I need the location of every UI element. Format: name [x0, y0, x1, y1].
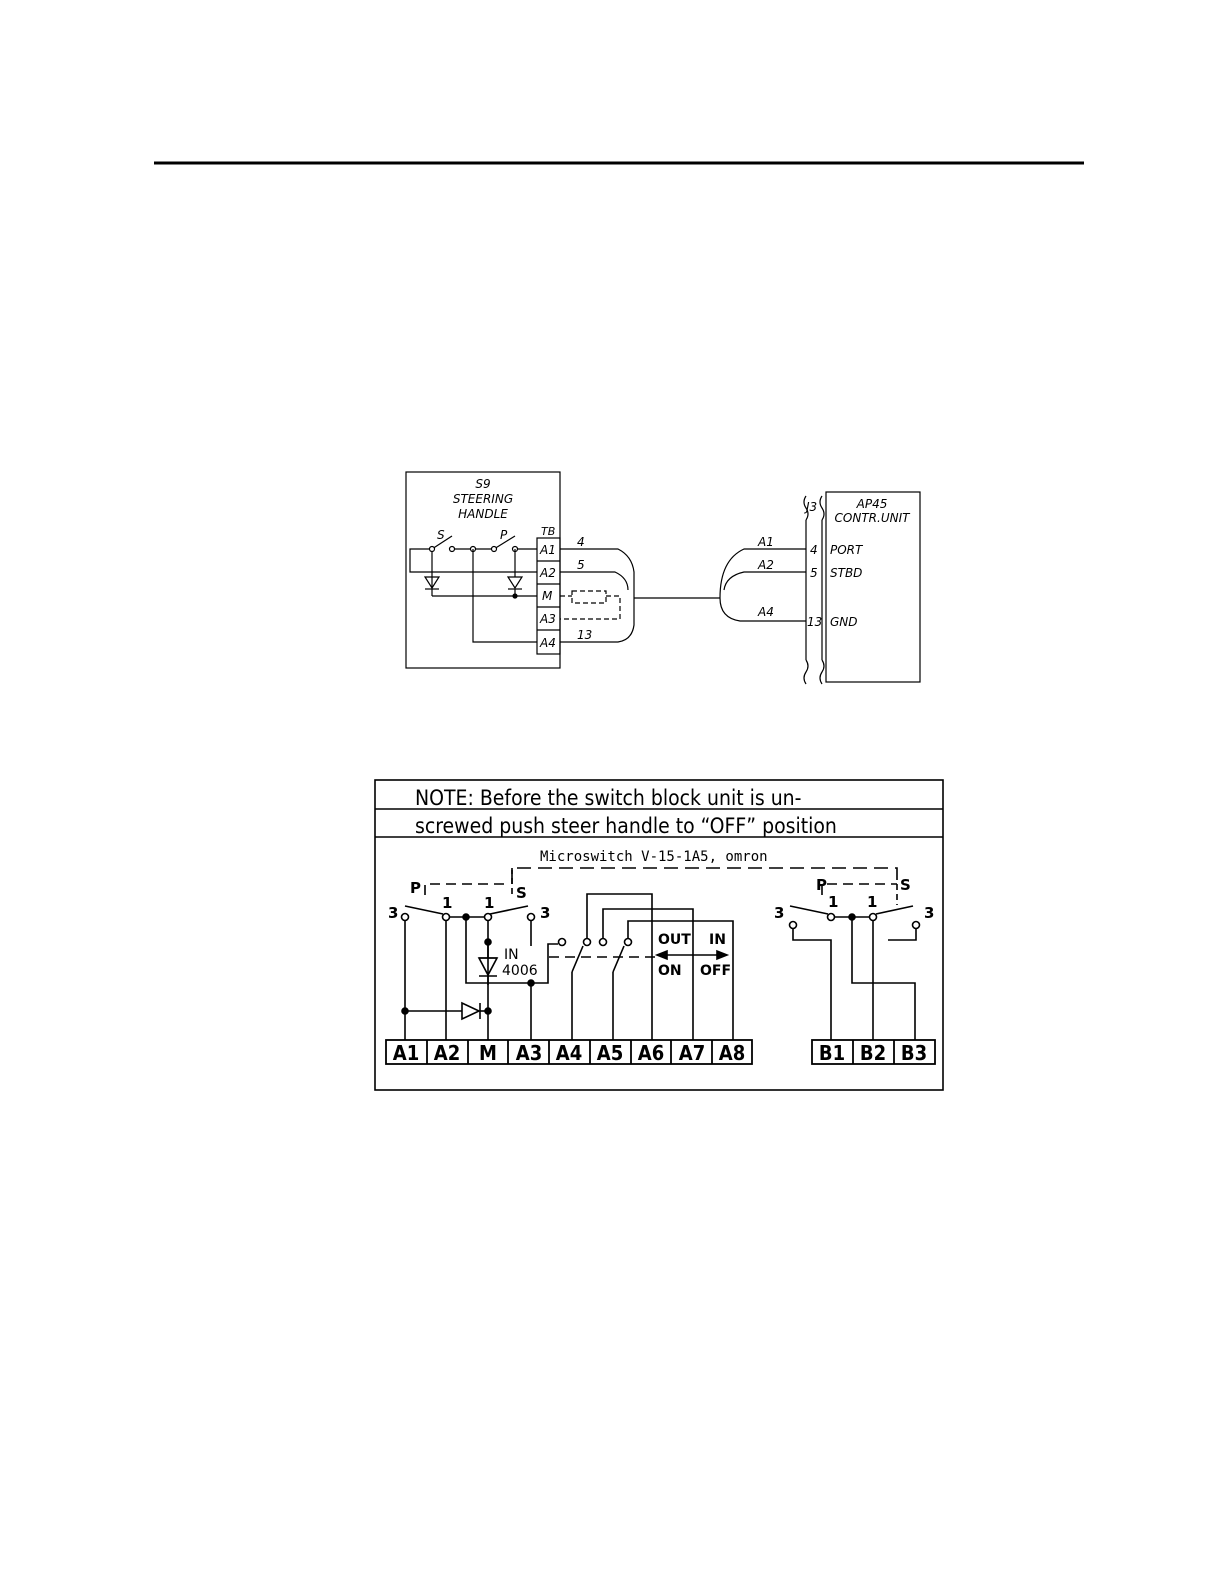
right-3b-label: 3	[924, 904, 934, 922]
terminal-label: A3	[516, 1041, 542, 1065]
on-label: ON	[658, 963, 682, 979]
switch-block-circuit	[402, 868, 920, 1040]
terminal-label: A5	[597, 1041, 623, 1065]
left-3b-label: 3	[540, 904, 550, 922]
ap45-line1: AP45	[856, 497, 888, 511]
switch-s-label: S	[437, 528, 445, 542]
note-line1: NOTE: Before the switch block unit is un…	[415, 786, 801, 810]
terminal-label: A4	[556, 1041, 582, 1065]
wire-label: A4	[757, 605, 774, 619]
terminal-labels: A1 A2 M A3 A4 A5 A6 A7 A8 B1 B2 B3	[393, 1041, 927, 1065]
tb-label: TB	[541, 525, 555, 538]
out-label: OUT	[658, 932, 691, 948]
s9-line2: HANDLE	[458, 507, 508, 521]
pin-num: 4	[810, 543, 818, 557]
tb-term: A4	[539, 636, 556, 650]
tb-term: A3	[539, 612, 556, 626]
terminal-label: B3	[901, 1041, 927, 1065]
right-p-label: P	[816, 876, 827, 894]
terminal-label: A2	[434, 1041, 460, 1065]
diode-label-part: 4006	[502, 963, 538, 979]
ap45-line2: CONTR.UNIT	[835, 511, 912, 525]
right-s-label: S	[900, 876, 911, 894]
in-label: IN	[709, 932, 726, 948]
left-1b-label: 1	[484, 894, 494, 912]
tb-term: A1	[539, 543, 556, 557]
s9-id: S9	[475, 477, 490, 491]
switch-p-label: P	[500, 528, 508, 542]
diode-label-in: IN	[504, 947, 519, 963]
left-3a-label: 3	[388, 904, 398, 922]
wire-label: A2	[757, 558, 774, 572]
s9-loop-wire	[410, 549, 452, 572]
wire-num: 13	[577, 628, 592, 642]
diode-right	[508, 577, 522, 588]
terminal-label: B1	[819, 1041, 845, 1065]
note-line2: screwed push steer handle to “OFF” posit…	[415, 814, 837, 838]
right-1a-label: 1	[828, 893, 838, 911]
terminal-label: A1	[393, 1041, 419, 1065]
pin-name: PORT	[830, 543, 864, 557]
terminal-label: M	[479, 1041, 497, 1065]
tb-term: A2	[539, 566, 556, 580]
pin-num: 5	[810, 566, 818, 580]
wiring-labels: S9 STEERING HANDLE S P TB A1 A2 M A3 A4 …	[437, 477, 911, 650]
pin-num: 13	[807, 615, 822, 629]
left-s-label: S	[516, 884, 527, 902]
left-1a-label: 1	[442, 894, 452, 912]
microswitch-label: Microswitch V-15-1A5, omron	[540, 849, 768, 865]
tb-term: M	[542, 589, 553, 603]
s9-line1: STEERING	[453, 492, 513, 506]
terminal-label: B2	[860, 1041, 886, 1065]
wire-num: 4	[577, 535, 585, 549]
terminal-label: A7	[679, 1041, 705, 1065]
right-3a-label: 3	[774, 904, 784, 922]
pin-name: GND	[830, 615, 858, 629]
left-p-label: P	[410, 879, 421, 897]
off-label: OFF	[700, 963, 731, 979]
right-1b-label: 1	[867, 893, 877, 911]
pin-name: STBD	[830, 566, 862, 580]
wire-num: 5	[577, 558, 585, 572]
terminal-label: A8	[719, 1041, 745, 1065]
wire-label: A1	[757, 535, 774, 549]
j3-label: J3	[804, 500, 817, 514]
terminal-label: A6	[638, 1041, 664, 1065]
